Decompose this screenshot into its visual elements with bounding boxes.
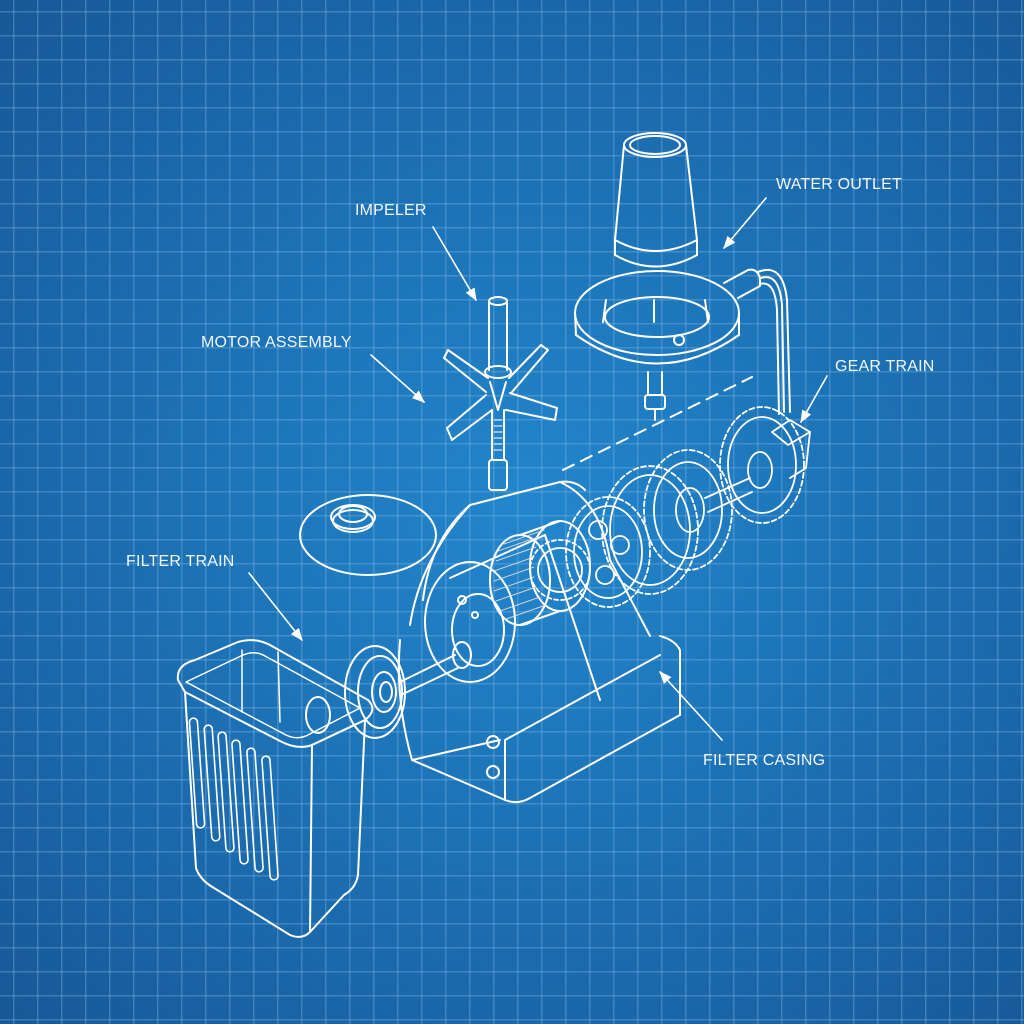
motor-coil-part xyxy=(489,520,591,626)
arrow-filter-casing xyxy=(659,671,723,741)
label-filter-casing: FILTER CASING xyxy=(703,752,826,769)
cap-disc-part xyxy=(299,494,437,576)
arrow-impeler xyxy=(432,226,477,302)
label-impeler: IMPELER xyxy=(355,202,427,219)
arrow-motor-assembly xyxy=(370,354,425,403)
gear-train-part xyxy=(529,406,811,608)
impeller-part xyxy=(443,296,558,491)
label-gear-train: GEAR TRAIN xyxy=(835,358,935,375)
leader-arrows xyxy=(248,197,828,741)
label-motor-assembly: MOTOR ASSEMBLY xyxy=(201,334,352,351)
dashed-axis-line xyxy=(562,376,753,471)
arrow-gear-train xyxy=(800,375,828,424)
arrow-water-outlet xyxy=(723,197,767,249)
label-filter-train: FILTER TRAIN xyxy=(126,553,235,570)
filter-basket-part xyxy=(176,639,374,938)
motor-housing-part xyxy=(344,480,681,804)
water-outlet-part xyxy=(574,132,791,421)
label-water-outlet: WATER OUTLET xyxy=(776,176,902,193)
arrow-filter-train xyxy=(248,572,303,642)
